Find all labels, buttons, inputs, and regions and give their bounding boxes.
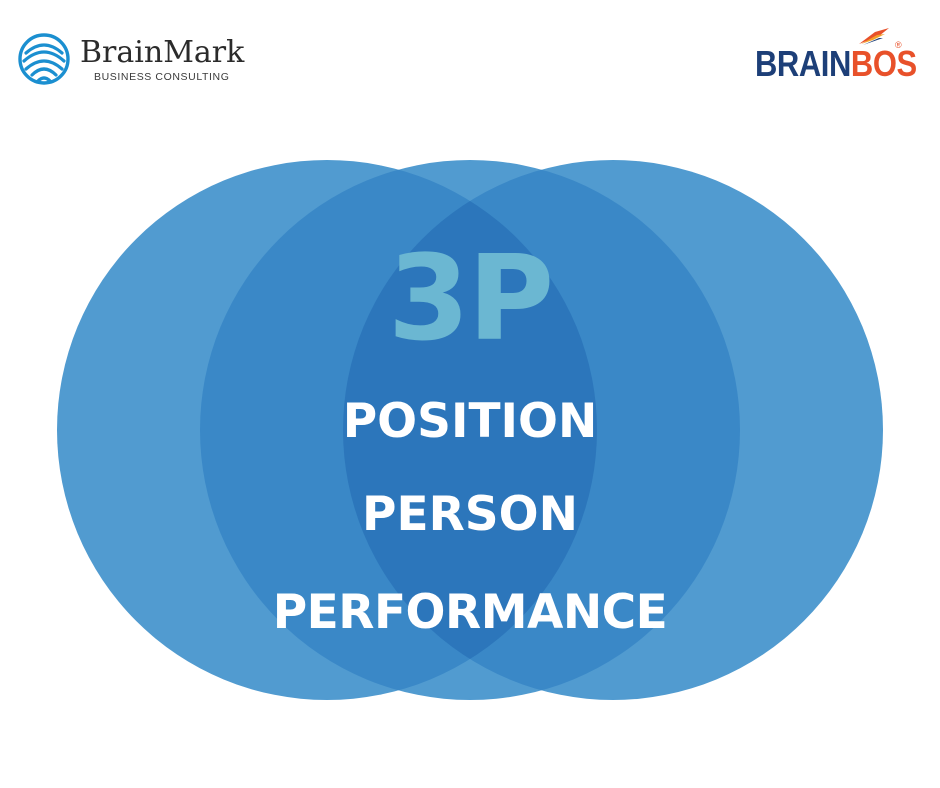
registered-mark: ® — [895, 40, 902, 50]
diagram-title: 3P — [387, 229, 555, 367]
item-person: PERSON — [362, 487, 578, 542]
brainbos-word-brain: BRAIN — [755, 43, 851, 84]
brainbos-wordmark: BRAINBOS — [755, 44, 917, 84]
brainbos-word-bos: BOS — [850, 43, 917, 84]
brainmark-tagline: BUSINESS CONSULTING — [94, 71, 230, 83]
brainmark-logo: BrainMark BUSINESS CONSULTING — [16, 31, 246, 87]
item-position: POSITION — [342, 394, 598, 449]
brainbos-logo: BRAINBOS ® — [755, 26, 917, 86]
fingerprint-globe-icon — [18, 33, 70, 85]
overlap-center — [343, 160, 597, 700]
swoosh-flag-icon — [859, 28, 889, 45]
item-performance: PERFORMANCE — [272, 585, 668, 640]
brainmark-name: BrainMark — [80, 35, 245, 70]
